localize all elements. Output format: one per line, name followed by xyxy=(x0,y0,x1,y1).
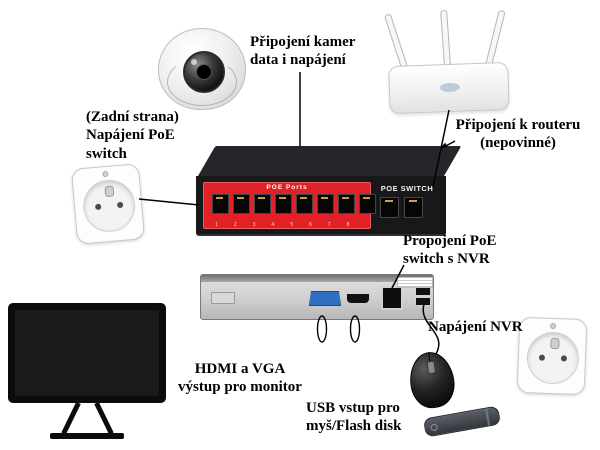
outlet-screw xyxy=(102,170,109,178)
rj45-port xyxy=(338,194,355,214)
poe-switch-icon: POE Ports 1 2 3 4 5 6 7 8 POE SWITCH xyxy=(196,140,462,236)
monitor-screen xyxy=(8,303,166,403)
label-router-connection: Připojení k routeru (nepovinné) xyxy=(455,117,581,152)
outlet-ground-pin xyxy=(550,337,560,350)
camera-cover-ring xyxy=(167,58,237,106)
rj45-port xyxy=(212,194,229,214)
switch-top-face xyxy=(198,146,462,176)
outlet-recess xyxy=(526,331,580,385)
rj45-port xyxy=(317,194,334,214)
camera-lens-glint xyxy=(191,59,197,65)
nvr-sticker xyxy=(397,277,433,288)
dome-camera-icon xyxy=(156,26,248,114)
camera-lens-inner xyxy=(196,64,212,80)
monitor-icon xyxy=(8,303,168,441)
router-body xyxy=(388,61,510,115)
cable-outlet-to-switch xyxy=(138,198,200,206)
usb-port xyxy=(415,297,431,306)
uplink-port-1 xyxy=(380,197,399,218)
poe-ports-label: POE Ports xyxy=(266,184,308,191)
wifi-router-icon xyxy=(383,8,512,116)
rj45-port xyxy=(254,194,271,214)
nvr-top-edge xyxy=(201,275,433,282)
outlet-recess xyxy=(81,177,138,235)
router-antenna-middle xyxy=(440,9,452,71)
nvr-icon xyxy=(200,274,434,320)
outlet-ground-pin xyxy=(104,185,115,198)
mouse-scroll-wheel xyxy=(426,360,437,375)
usb-port xyxy=(415,287,431,296)
router-logo xyxy=(439,82,461,93)
nvr-logo-badge xyxy=(211,292,235,304)
poe-ports-row xyxy=(212,194,376,214)
outlet-hole xyxy=(538,354,546,361)
switch-red-port-panel: POE Ports 1 2 3 4 5 6 7 8 xyxy=(203,182,376,229)
port-numbers: 1 2 3 4 5 6 7 8 xyxy=(215,222,350,228)
monitor-leg xyxy=(61,401,81,435)
ethernet-port xyxy=(381,286,403,310)
label-poe-switch-power: (Zadní strana) Napájení PoE switch xyxy=(86,109,179,162)
poe-switch-label: POE SWITCH xyxy=(380,184,434,193)
rj45-port xyxy=(233,194,250,214)
switch-front-panel: POE Ports 1 2 3 4 5 6 7 8 POE SWITCH xyxy=(196,176,446,236)
camera-lens xyxy=(183,51,225,93)
outlet-hole xyxy=(116,201,124,209)
rj45-port xyxy=(275,194,292,214)
monitor-base xyxy=(50,433,124,439)
label-nvr-power: Napájení NVR xyxy=(428,319,523,335)
label-usb-input: USB vstup pro myš/Flash disk xyxy=(306,400,402,435)
rj45-port xyxy=(296,194,313,214)
outlet-hole xyxy=(94,203,102,211)
router-antenna-right xyxy=(484,9,506,70)
uplink-port-2 xyxy=(404,197,423,218)
monitor-leg xyxy=(94,401,114,435)
flash-drive-band xyxy=(485,408,491,426)
outlet-hole xyxy=(560,355,568,362)
outlet-screw xyxy=(549,322,557,330)
label-monitor-output: HDMI a VGA výstup pro monitor xyxy=(178,361,302,396)
rj45-port xyxy=(359,194,376,214)
hdmi-port xyxy=(347,294,369,303)
label-switch-to-nvr: Propojení PoE switch s NVR xyxy=(403,233,497,268)
vga-port xyxy=(309,291,341,306)
power-outlet-switch xyxy=(70,163,146,245)
label-camera-connection: Připojení kamer data i napájení xyxy=(250,34,356,69)
